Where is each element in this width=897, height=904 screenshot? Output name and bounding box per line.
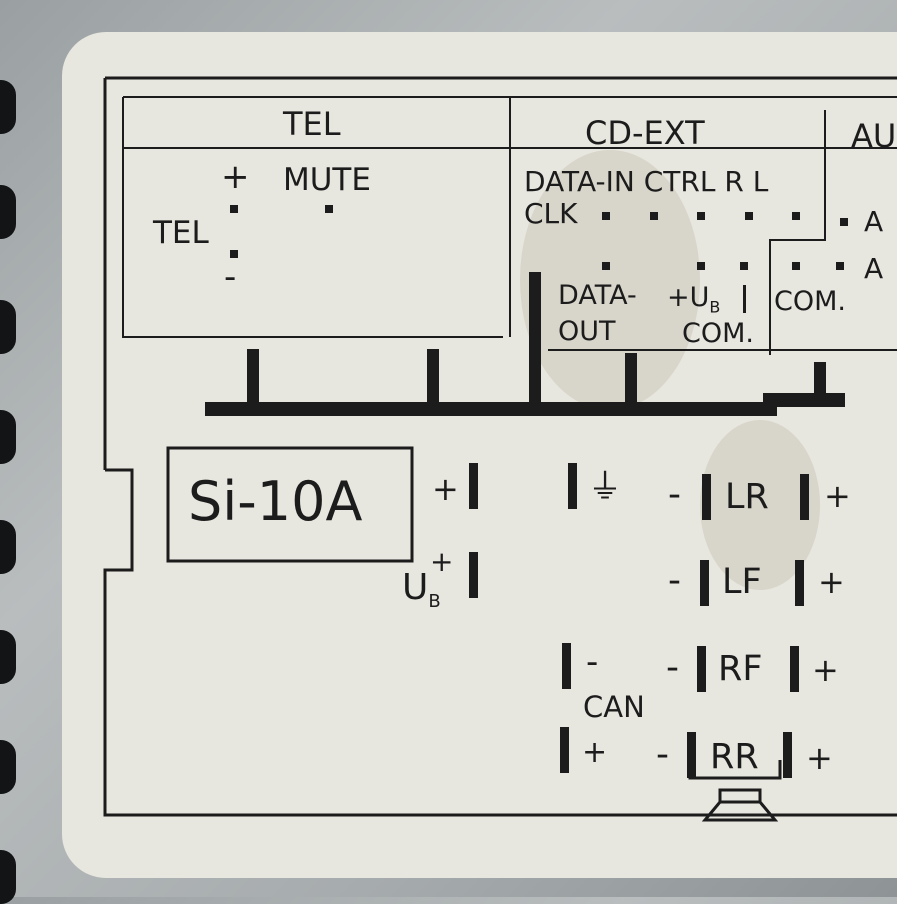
stain [520,150,700,410]
ub-power-text: U [402,567,429,608]
au-header: AU [851,117,897,155]
pin-bar [795,560,804,606]
tel-minus-label: - [224,257,237,297]
speaker-lr-minus: - [668,474,681,515]
plus-label: + [432,470,459,508]
pin-bar [700,560,709,606]
pin-bar [783,732,792,778]
com-label-2: COM. [774,286,846,317]
mounting-hole [0,520,16,574]
speaker-rr-label: RR [710,737,759,777]
clk-label: CLK [524,197,578,230]
tel-header: TEL [283,105,341,143]
ub-text: +U [667,282,710,313]
pin-dot [325,205,333,213]
model-label: Si-10A [188,470,363,533]
pin-bar [687,732,696,778]
data-out-label-line2: OUT [558,316,616,347]
pin-dot [740,262,748,270]
pin-dot [840,218,848,226]
divider [743,285,746,313]
pin-dot [602,262,610,270]
au-label-1: A [864,205,884,238]
can-label: CAN [583,690,645,724]
pin-bar [800,474,809,520]
ub-plus-label: + [430,545,454,578]
cdext-top-row-labels: DATA-IN CTRL R L [524,165,769,198]
pin-bar [702,474,711,520]
mounting-hole [0,185,16,239]
mute-label: MUTE [283,162,371,198]
pin-dot [697,212,705,220]
mounting-hole [0,740,16,794]
can-plus: + [582,735,608,770]
mounting-hole [0,850,16,904]
ub-subscript: B [709,297,721,317]
au-label-2: A [864,252,884,285]
pin-bar [568,463,577,509]
pin-dot [836,262,844,270]
pin-dot [602,212,610,220]
pin-bar [790,646,799,692]
ground-icon: ⏚ [588,467,622,507]
speaker-rf-plus: + [812,651,839,689]
ub-power-label: UB [402,570,441,611]
pin-dot [792,262,800,270]
speaker-lf-plus: + [818,563,845,601]
mounting-hole [0,630,16,684]
speaker-lr-label: LR [725,477,769,517]
speaker-lf-minus: - [668,560,681,601]
data-out-label-line1: DATA- [558,280,637,311]
mounting-hole [0,80,16,134]
pin-bar [469,552,478,598]
speaker-rf-label: RF [718,649,763,689]
pin-dot [745,212,753,220]
pin-dot [697,262,705,270]
mounting-hole [0,300,16,354]
pin-dot [792,212,800,220]
tel-plus-label: + [221,157,250,197]
ub-label: +UB [667,284,720,315]
speaker-rf-minus: - [666,647,679,688]
connector-label-sticker [62,32,897,878]
speaker-rr-plus: + [806,739,833,777]
ub-power-subscript: B [428,591,441,613]
pin-bar [469,463,478,509]
can-minus: - [586,642,599,682]
pin-bar [697,646,706,692]
pin-bar [560,727,569,773]
mounting-hole [0,410,16,464]
pin-dot [230,250,238,258]
com-label-1: COM. [682,318,754,349]
tel-label: TEL [153,215,209,251]
cdext-header: CD-EXT [585,114,705,152]
speaker-lr-plus: + [824,477,851,515]
pin-bar [562,643,571,689]
speaker-lf-label: LF [722,562,762,602]
pin-dot [230,205,238,213]
speaker-rr-minus: - [656,734,669,775]
pin-dot [650,212,658,220]
